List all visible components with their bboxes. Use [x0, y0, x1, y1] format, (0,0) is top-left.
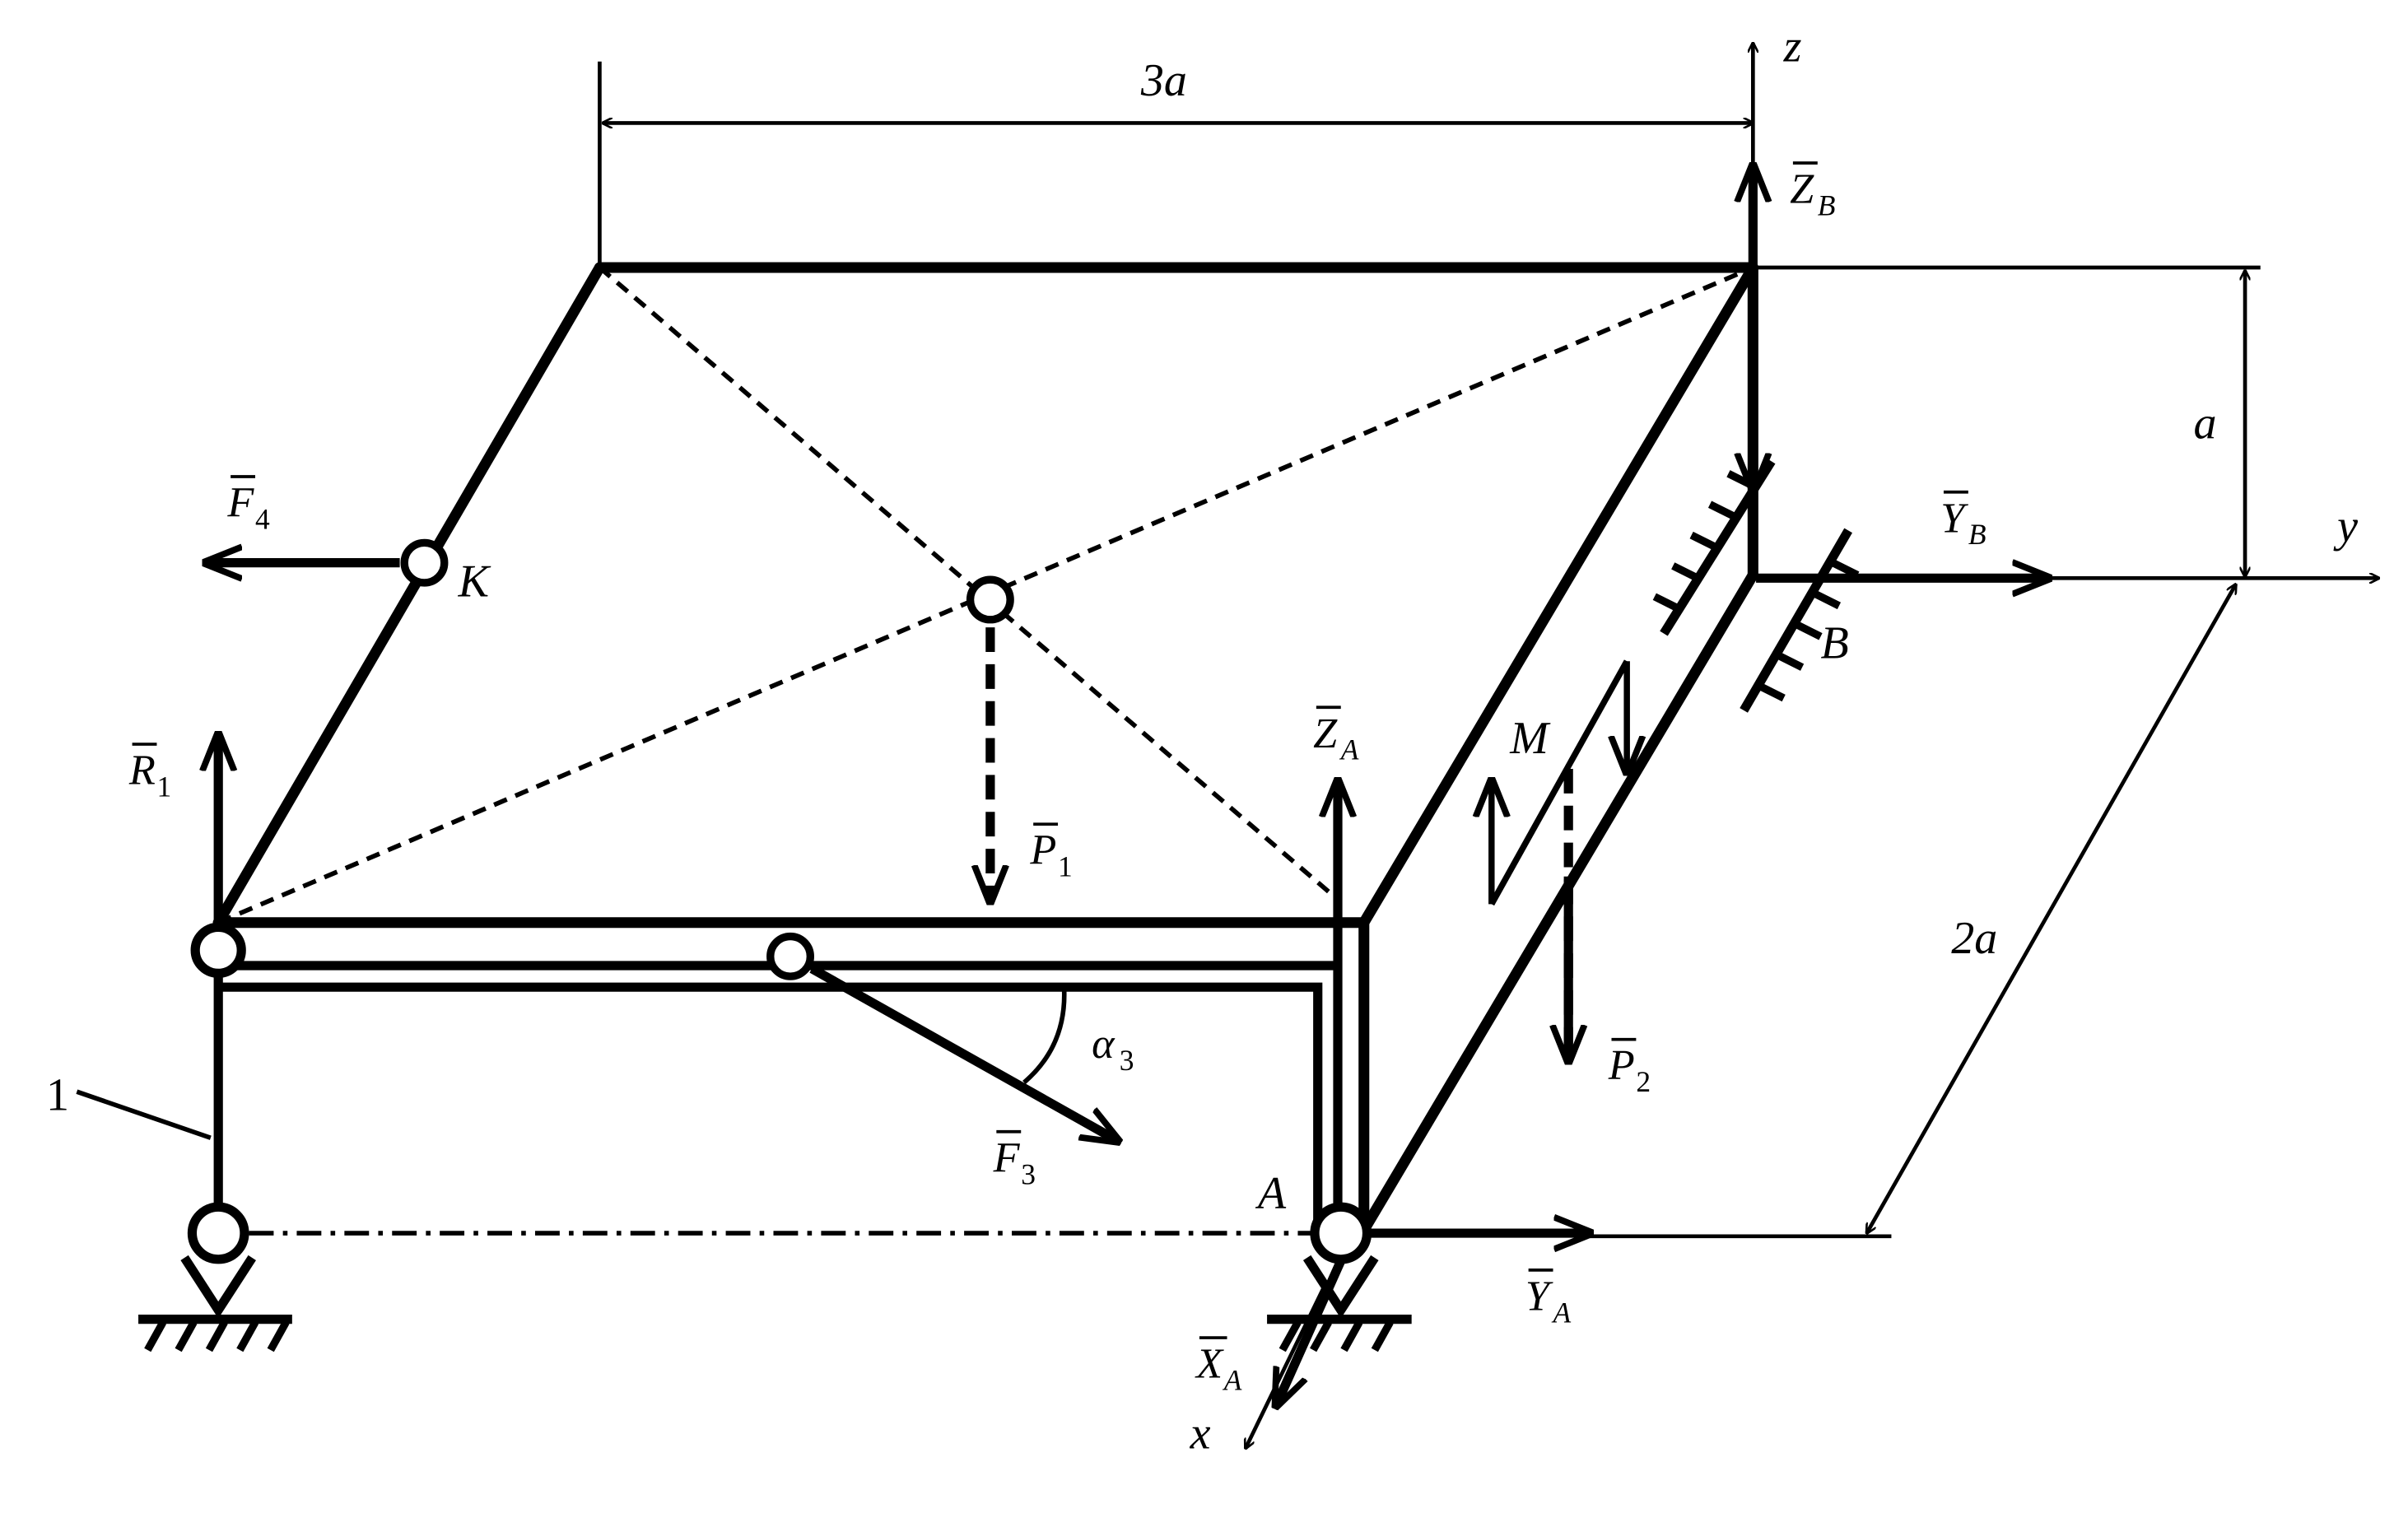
left-support-triangle: [180, 1255, 256, 1319]
force-label-r1: R 1: [128, 743, 171, 803]
force-yb-base: Y: [1940, 494, 1968, 542]
label-m: M: [1509, 713, 1551, 764]
hatch: [1279, 1320, 1302, 1352]
bearing-b-hatching-lower: [1757, 559, 1860, 702]
angle-alpha-sub: 3: [1120, 1044, 1134, 1077]
label-k: K: [458, 556, 491, 608]
force-xa-arrow: [1276, 1259, 1345, 1406]
force-yb-sub: B: [1968, 518, 1986, 551]
force-xa-sub: A: [1223, 1364, 1242, 1397]
angle-alpha-base: α: [1092, 1020, 1116, 1068]
left-pin-support: [138, 1255, 292, 1352]
dim-label-a: a: [2193, 398, 2216, 449]
force-r1-sub: 1: [156, 770, 171, 803]
hatch: [144, 1320, 167, 1352]
force-za-sub: A: [1339, 733, 1359, 766]
force-za-base: Z: [1313, 710, 1338, 757]
hinge-a: [1310, 1202, 1372, 1264]
force-f3-arrow: [809, 964, 1118, 1141]
force-f4-sub: 4: [255, 503, 270, 536]
hatch: [1671, 562, 1700, 582]
force-label-yb: Y B: [1940, 490, 1986, 551]
vertical-plate-bottom: [1358, 570, 1758, 1236]
hatch: [1794, 621, 1823, 640]
force-p1-base: P: [1029, 826, 1056, 874]
hatch: [1371, 1320, 1394, 1352]
hatch: [1831, 559, 1860, 579]
center-of-mass-p1: [966, 575, 1014, 624]
hatch: [1340, 1320, 1363, 1352]
label-one: 1: [46, 1070, 69, 1121]
z-axis-label: z: [1783, 21, 1802, 72]
dimension-3a: [598, 61, 1753, 268]
dim-label-2a: 2a: [1951, 913, 1997, 964]
force-label-zb: Z B: [1790, 161, 1836, 222]
force-f3-sub: 3: [1021, 1157, 1036, 1190]
force-xa-base: X: [1195, 1340, 1224, 1388]
plate-edge-left: [212, 262, 605, 929]
moment-m: [1488, 659, 1630, 906]
leader-1: [76, 1089, 212, 1140]
diagonal-1: [598, 265, 1339, 901]
dim-arrow-2a: [1867, 584, 2236, 1233]
force-p1-sub: 1: [1058, 850, 1073, 883]
force-label-ya: Y A: [1525, 1269, 1572, 1329]
force-p2-base: P: [1608, 1041, 1635, 1089]
dim-label-3a: 3a: [1140, 55, 1187, 106]
force-zb-sub: B: [1818, 189, 1836, 222]
hatch: [236, 1320, 259, 1352]
angle-alpha-arc: [1022, 987, 1067, 1085]
hatch: [1689, 531, 1718, 552]
left-hinge: [187, 1202, 249, 1264]
hatch: [1776, 651, 1805, 671]
moment-m-beam: [1488, 659, 1630, 906]
plate-outline: [212, 262, 1758, 1236]
support-a-hatching: [1279, 1320, 1394, 1352]
f3-hinge: [766, 932, 814, 980]
point-k: [400, 538, 449, 587]
hatch: [1757, 682, 1786, 702]
force-label-f4: F 4: [226, 475, 270, 536]
front-beam-lower: [218, 982, 1323, 1231]
force-f4-base: F: [226, 479, 254, 527]
force-ya-sub: A: [1552, 1296, 1572, 1329]
hatch: [175, 1320, 198, 1352]
force-label-za: Z A: [1313, 705, 1359, 766]
force-p2-sub: 2: [1636, 1065, 1651, 1098]
hatch: [205, 1320, 228, 1352]
force-r1-base: R: [128, 747, 156, 794]
dimension-2a: [1586, 584, 2236, 1239]
bearing-b-lower-guide: [1740, 528, 1852, 713]
pin-support-a: [1267, 1255, 1412, 1352]
hatch: [1652, 593, 1681, 612]
x-axis: [1243, 1283, 1328, 1449]
x-axis-label: x: [1190, 1408, 1211, 1459]
hatch: [267, 1320, 290, 1352]
left-corner-hinge: [190, 922, 246, 978]
force-f3-base: F: [993, 1134, 1021, 1181]
y-axis-label: y: [2333, 500, 2358, 552]
force-ya-base: Y: [1525, 1272, 1553, 1320]
force-label-p2: P 2: [1608, 1037, 1651, 1098]
label-a: A: [1255, 1168, 1287, 1219]
force-label-xa: X A: [1195, 1336, 1242, 1397]
hatch: [1707, 500, 1737, 520]
hatch: [1812, 589, 1842, 610]
forces: [206, 166, 2048, 1406]
force-zb-base: Z: [1790, 165, 1814, 213]
left-support-hatching: [144, 1320, 290, 1352]
label-b: B: [1821, 617, 1849, 668]
support-a-triangle: [1302, 1255, 1379, 1319]
dimension-a: [1753, 265, 2261, 576]
force-label-f3: F 3: [993, 1129, 1036, 1190]
force-label-p1: P 1: [1029, 822, 1073, 883]
angle-label-alpha3: α 3: [1092, 1020, 1134, 1077]
bearing-b-hatching-upper: [1652, 470, 1755, 612]
hatch: [1310, 1320, 1332, 1352]
plate-edge-right: [1358, 262, 1758, 929]
